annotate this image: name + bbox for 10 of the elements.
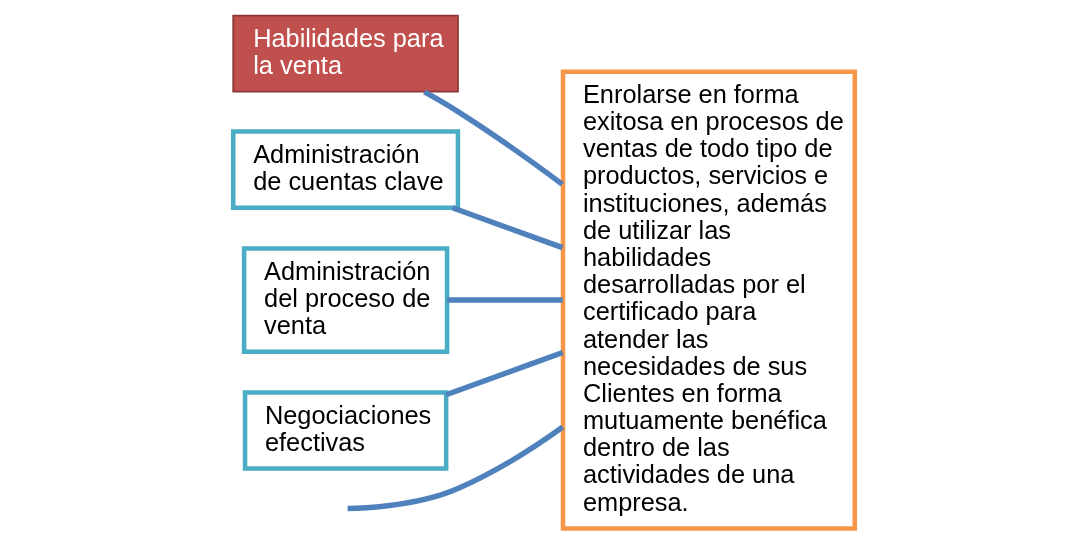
node-box: Administración de cuentas clave — [231, 129, 461, 210]
connector — [347, 424, 565, 512]
connector — [445, 349, 564, 398]
node-box: Habilidades para la venta — [232, 14, 459, 93]
node-box: Enrolarse en forma exitosa en procesos de ventas de todo tipo de productos, servicios e instituciones, además de utilizar las habilidades desarrolladas por el certificado para atender las necesidades de sus Clientes en forma mutuamente benéfica dentro de las actividades de una empresa. — [560, 69, 857, 531]
connector — [423, 89, 564, 187]
node-box: Negociaciones efectivas — [242, 390, 449, 471]
connector — [451, 205, 564, 251]
node-box: Administración del proceso de venta — [241, 246, 450, 354]
connector — [447, 297, 563, 303]
